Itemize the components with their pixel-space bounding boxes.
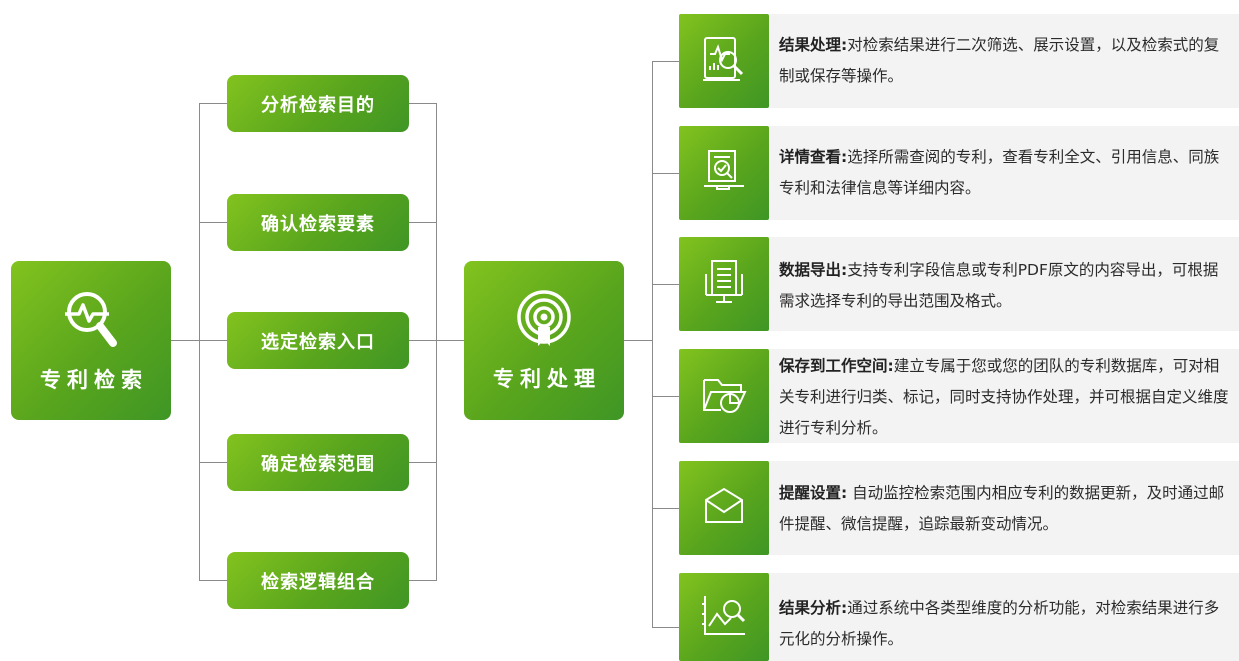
connector-line — [436, 340, 464, 341]
envelope-icon — [702, 486, 746, 530]
document-export-icon — [702, 258, 746, 310]
monitor-search-icon — [701, 148, 747, 198]
patent-processing-title: 专利处理 — [493, 366, 601, 391]
item-title: 数据导出: — [779, 261, 848, 279]
step-label: 分析检索目的 — [261, 94, 375, 116]
chart-magnifier-icon — [701, 592, 747, 642]
step-label: 选定检索入口 — [261, 331, 375, 353]
connector-line — [199, 222, 227, 223]
step-confirm-elements: 确认检索要素 — [227, 194, 409, 251]
folder-chart-icon — [701, 372, 747, 420]
item-desc: 自动监控检索范围内相应专利的数据更新，及时通过邮件提醒、微信提醒，追踪最新变动情… — [779, 484, 1225, 533]
connector-line — [199, 340, 227, 341]
step-label: 确定检索范围 — [261, 453, 375, 475]
connector-line — [652, 61, 653, 628]
connector-line — [436, 103, 437, 581]
item-desc: 选择所需查阅的专利，查看专利全文、引用信息、同族专利和法律信息等详细内容。 — [779, 148, 1220, 197]
target-signal-icon — [516, 289, 572, 349]
step-label: 检索逻辑组合 — [261, 571, 375, 593]
item-result-processing-detail: 结果处理:对检索结果进行二次筛选、展示设置，以及检索式的复制或保存等操作。 — [779, 30, 1229, 92]
connector-line — [199, 580, 227, 581]
connector-line — [409, 580, 436, 581]
item-desc: 支持专利字段信息或专利PDF原文的内容导出，可根据需求选择专利的导出范围及格式。 — [779, 261, 1219, 310]
connector-line — [199, 462, 227, 463]
connector-line — [652, 508, 679, 509]
item-reminder-settings — [679, 461, 769, 555]
connector-line — [652, 627, 679, 628]
connector-line — [624, 340, 652, 341]
card-background — [679, 237, 1239, 331]
patent-search-title: 专利检索 — [40, 367, 148, 392]
item-title: 结果处理: — [779, 36, 848, 54]
connector-line — [409, 462, 436, 463]
patent-processing-box: 专利处理 — [464, 261, 624, 420]
card-background — [679, 126, 1239, 220]
item-title: 保存到工作空间: — [779, 357, 894, 375]
connector-line — [409, 222, 436, 223]
magnifier-pulse-icon — [63, 288, 119, 350]
item-title: 提醒设置: — [779, 484, 848, 502]
item-title: 结果分析: — [779, 599, 848, 617]
item-data-export — [679, 237, 769, 331]
item-desc: 对检索结果进行二次筛选、展示设置，以及检索式的复制或保存等操作。 — [779, 36, 1220, 85]
report-magnifier-icon — [700, 34, 748, 88]
step-analyze-purpose: 分析检索目的 — [227, 75, 409, 132]
item-detail-view-detail: 详情查看:选择所需查阅的专利，查看专利全文、引用信息、同族专利和法律信息等详细内… — [779, 142, 1229, 204]
step-select-entry: 选定检索入口 — [227, 312, 409, 369]
step-determine-scope: 确定检索范围 — [227, 434, 409, 491]
connector-line — [409, 340, 436, 341]
item-save-workspace-detail: 保存到工作空间:建立专属于您或您的团队的专利数据库，可对相关专利进行归类、标记，… — [779, 351, 1229, 444]
connector-line — [199, 103, 227, 104]
connector-line — [199, 103, 200, 581]
step-label: 确认检索要素 — [261, 213, 375, 235]
item-title: 详情查看: — [779, 148, 848, 166]
card-background — [679, 349, 1239, 443]
item-result-analysis — [679, 573, 769, 661]
card-background — [679, 14, 1239, 108]
connector-line — [652, 284, 679, 285]
item-desc: 通过系统中各类型维度的分析功能，对检索结果进行多元化的分析操作。 — [779, 599, 1220, 648]
step-logic-combination: 检索逻辑组合 — [227, 552, 409, 609]
item-reminder-settings-detail: 提醒设置: 自动监控检索范围内相应专利的数据更新，及时通过邮件提醒、微信提醒，追… — [779, 478, 1229, 540]
connector-line — [652, 396, 679, 397]
card-background — [679, 461, 1239, 555]
item-detail-view — [679, 126, 769, 220]
item-result-analysis-detail: 结果分析:通过系统中各类型维度的分析功能，对检索结果进行多元化的分析操作。 — [779, 593, 1229, 655]
item-result-processing — [679, 14, 769, 108]
card-background — [679, 573, 1239, 661]
connector-line — [652, 61, 679, 62]
item-save-workspace — [679, 349, 769, 443]
connector-line — [652, 173, 679, 174]
connector-line — [409, 103, 436, 104]
item-data-export-detail: 数据导出:支持专利字段信息或专利PDF原文的内容导出，可根据需求选择专利的导出范… — [779, 255, 1229, 317]
patent-search-box: 专利检索 — [11, 261, 171, 420]
connector-line — [171, 340, 199, 341]
item-desc: 建立专属于您或您的团队的专利数据库，可对相关专利进行归类、标记，同时支持协作处理… — [779, 357, 1229, 437]
